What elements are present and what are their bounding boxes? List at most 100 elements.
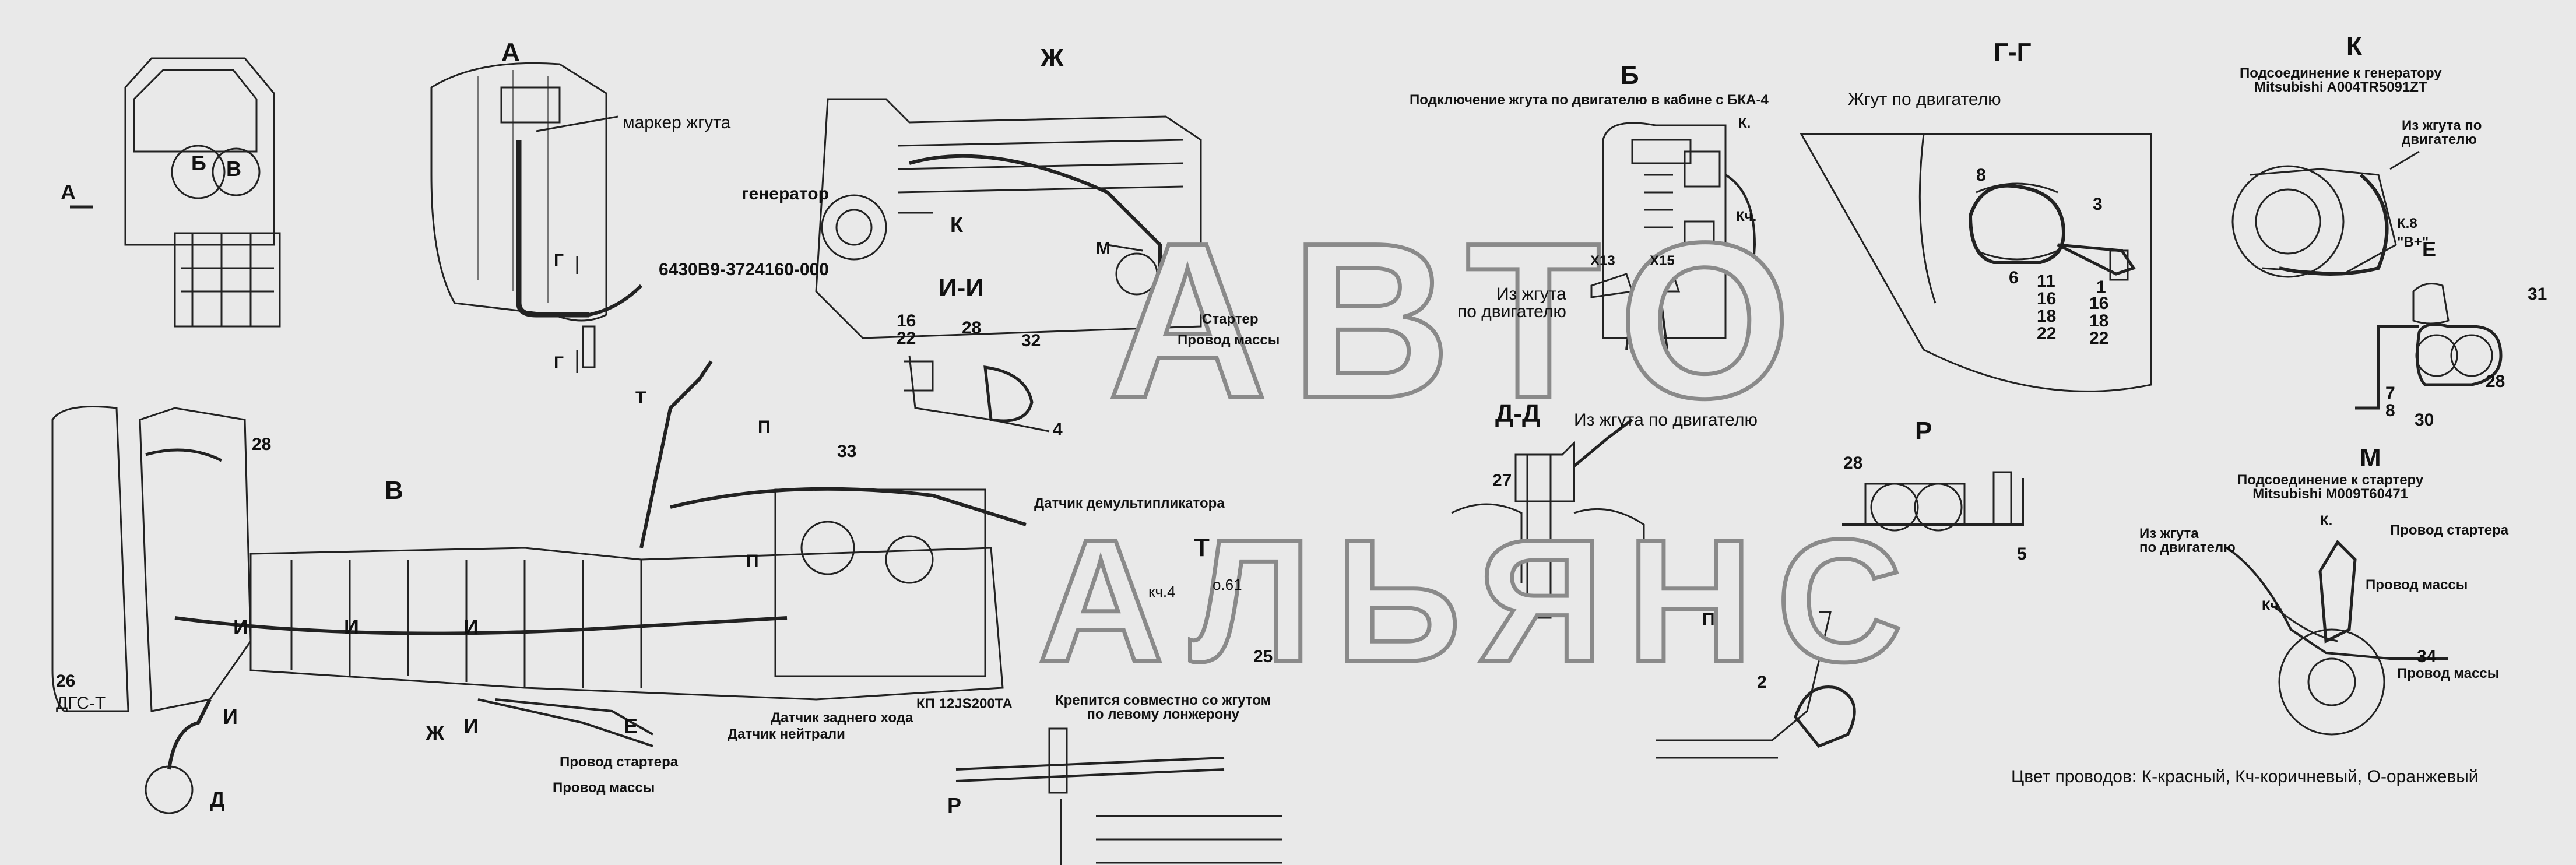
ref-e-arrow: Е [624, 714, 638, 738]
num-1: 1 [2096, 277, 2106, 297]
num-6: 6 [2009, 268, 2019, 287]
label-st-ground2: Провод массы [2397, 666, 2500, 681]
ref-v: В [226, 157, 241, 181]
num-18b: 18 [2089, 311, 2109, 330]
label-o61: о.61 [1213, 576, 1242, 593]
label-wire-colors: Цвет проводов: К-красный, Кч-коричневый,… [2011, 767, 2479, 786]
ref-p3: П [1702, 610, 1715, 629]
label-kch-conn: Кч. [1736, 209, 1757, 224]
cab-drawing [70, 57, 281, 328]
ref-k-gen: К [950, 213, 963, 237]
ref-p2: П [746, 551, 759, 571]
num-22c: 22 [2089, 329, 2109, 348]
view-m-title: М [2360, 444, 2381, 472]
label-harness-engine: Жгут по двигателю [1848, 90, 2001, 109]
num-16: 16 [897, 311, 916, 330]
num-31: 31 [2528, 284, 2547, 304]
view-p-drawing [1656, 611, 1856, 759]
label-ground-wire: Провод массы [1178, 332, 1280, 348]
label-part-number: 6430В9-3724160-000 [659, 260, 829, 279]
view-dd-title: Д-Д [1495, 399, 1541, 428]
ref-i3: И [463, 615, 479, 639]
label-starter: Стартер [1202, 311, 1259, 327]
view-a-title: А [501, 38, 520, 66]
view-k-drawing [2231, 150, 2420, 278]
num-32: 32 [1021, 331, 1041, 350]
ref-m-side: М [1096, 239, 1110, 258]
label-st-from: Из жгута по двигателю [2139, 526, 2236, 555]
num-28a: 28 [252, 435, 272, 454]
view-gg-drawing [1800, 133, 2152, 392]
label-x15: X15 [1650, 253, 1675, 269]
label-dd-from: Из жгута по двигателю [1574, 410, 1758, 430]
num-26: 26 [56, 671, 76, 691]
num-8b: 8 [2385, 401, 2395, 420]
num-28c: 28 [1843, 453, 1863, 473]
label-gearbox: КП 12JS200TA [916, 696, 1013, 712]
view-zh-drawing [815, 98, 1202, 339]
label-reverse-sensor: Датчик заднего хода [771, 710, 913, 726]
view-ii-title: И-И [939, 273, 984, 302]
label-x13: X13 [1590, 253, 1615, 269]
ref-g-bottom: Г [554, 353, 564, 372]
num-34: 34 [2417, 647, 2437, 666]
label-st-k: К. [2320, 513, 2333, 529]
num-5: 5 [2017, 544, 2027, 564]
num-30: 30 [2415, 410, 2434, 430]
num-8: 8 [1976, 166, 1986, 185]
ref-b: Б [191, 151, 206, 175]
label-st-wire: Провод стартера [2390, 522, 2509, 538]
ref-a-arrow: А [61, 180, 76, 204]
num-7: 7 [2385, 384, 2395, 403]
label-gen-title: Подсоединение к генератору Mitsubishi A0… [2240, 65, 2442, 95]
num-22: 22 [897, 329, 916, 348]
num-4: 4 [1053, 420, 1063, 439]
view-gg-title: Г-Г [1994, 38, 2032, 66]
view-b-title: Б [1621, 61, 1639, 90]
num-28b: 28 [962, 318, 982, 337]
ref-e-ring: Е [2422, 237, 2437, 261]
view-b-drawing [1590, 122, 1756, 350]
view-dd-drawing [1451, 419, 1645, 619]
label-demult-sensor: Датчик демультипликатора [1034, 495, 1225, 511]
view-v-title: В [385, 476, 403, 505]
ref-g-top: Г [554, 251, 564, 270]
label-st-kch: Кч. [2262, 598, 2283, 614]
ref-t: Т [635, 388, 646, 407]
label-starter-wire: Провод стартера [560, 754, 679, 770]
num-3: 3 [2093, 195, 2103, 214]
num-2: 2 [1757, 673, 1767, 692]
ref-i2: И [344, 615, 359, 639]
label-generator: генератор [741, 184, 829, 203]
label-fastened: Крепится совместно со жгутом по левому л… [1055, 692, 1271, 722]
ref-i5: И [463, 714, 479, 738]
view-v-drawing [51, 360, 1027, 814]
label-st-ground: Провод массы [2366, 577, 2468, 593]
num-22b: 22 [2037, 324, 2057, 343]
label-k-conn: К. [1738, 115, 1751, 131]
num-18: 18 [2037, 307, 2057, 326]
watermark-line1: АВТО [1106, 196, 1815, 444]
view-t-title: Т [1194, 533, 1210, 562]
num-28d: 28 [2486, 372, 2505, 391]
ref-i1: И [233, 615, 248, 639]
ref-p: П [758, 417, 771, 437]
label-ground-wire2: Провод массы [553, 780, 655, 796]
label-gen-from: Из жгута по двигателю [2402, 118, 2482, 147]
ref-zh-arrow: Ж [426, 721, 445, 745]
num-16b: 16 [2037, 289, 2057, 308]
num-16c: 16 [2089, 294, 2109, 313]
view-a-drawing [430, 62, 643, 373]
view-m-drawing [2226, 539, 2448, 736]
label-bplus: "В+" [2397, 234, 2429, 250]
label-starter-title: Подсоединение к стартеру Mitsubishi M009… [2237, 472, 2424, 502]
view-r-drawing [1842, 471, 2024, 532]
label-k8: К.8 [2397, 216, 2417, 231]
view-r-title: Р [1915, 417, 1932, 445]
ref-r-arrow: Р [947, 793, 962, 817]
num-25: 25 [1253, 647, 1273, 666]
label-kch4: кч.4 [1148, 583, 1176, 600]
num-33: 33 [837, 442, 857, 461]
ref-i4: И [223, 705, 238, 729]
